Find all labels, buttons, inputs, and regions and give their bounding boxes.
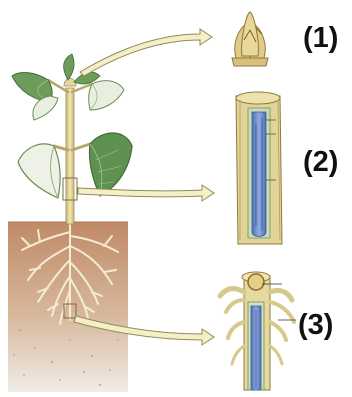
label-part-3: (3): [298, 311, 333, 340]
label-part-2: (2): [303, 148, 338, 177]
root-longitudinal-section-icon: [220, 272, 296, 390]
arrow-to-part-1: [80, 29, 212, 76]
label-part-1: (1): [303, 24, 338, 53]
shoot-apex-icon: [232, 12, 268, 66]
stem-longitudinal-section-icon: [236, 92, 282, 244]
